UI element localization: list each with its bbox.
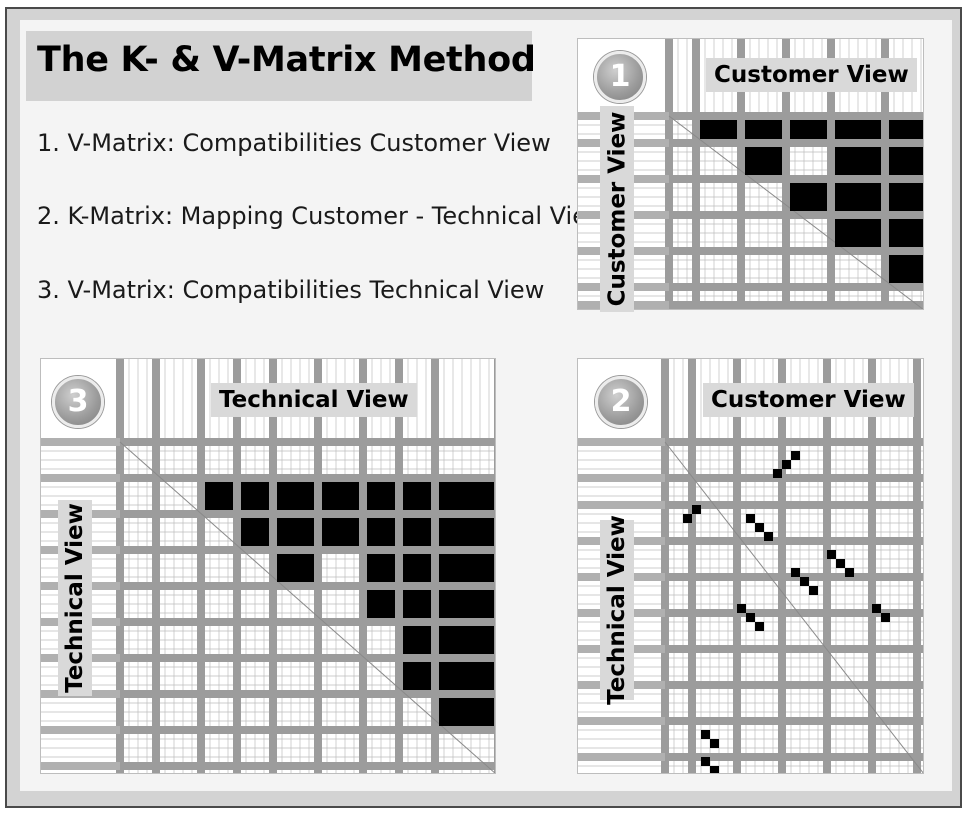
step-3: 3. V-Matrix: Compatibilities Technical V… <box>37 276 545 304</box>
matrix-grid <box>40 358 496 774</box>
panel-2-vertical-label: Technical View <box>600 515 634 705</box>
panel-2-horizontal-label: Customer View <box>703 383 914 417</box>
panel-1-vertical-label: Customer View <box>600 106 634 312</box>
panel-1-horizontal-label: Customer View <box>706 58 917 92</box>
title-band <box>26 31 532 101</box>
panel-3-horizontal-label: Technical View <box>211 383 417 417</box>
step-number-badge-3: 3 <box>52 376 104 428</box>
matrix-panel-3 <box>40 358 496 774</box>
step-number-badge-2: 2 <box>595 376 647 428</box>
step-1: 1. V-Matrix: Compatibilities Customer Vi… <box>37 129 551 157</box>
panel-3-vertical-label: Technical View <box>58 500 92 696</box>
figure-title: The K- & V-Matrix Method <box>37 40 536 80</box>
step-number-badge-1: 1 <box>594 51 646 103</box>
step-2: 2. K-Matrix: Mapping Customer - Technica… <box>37 202 607 230</box>
